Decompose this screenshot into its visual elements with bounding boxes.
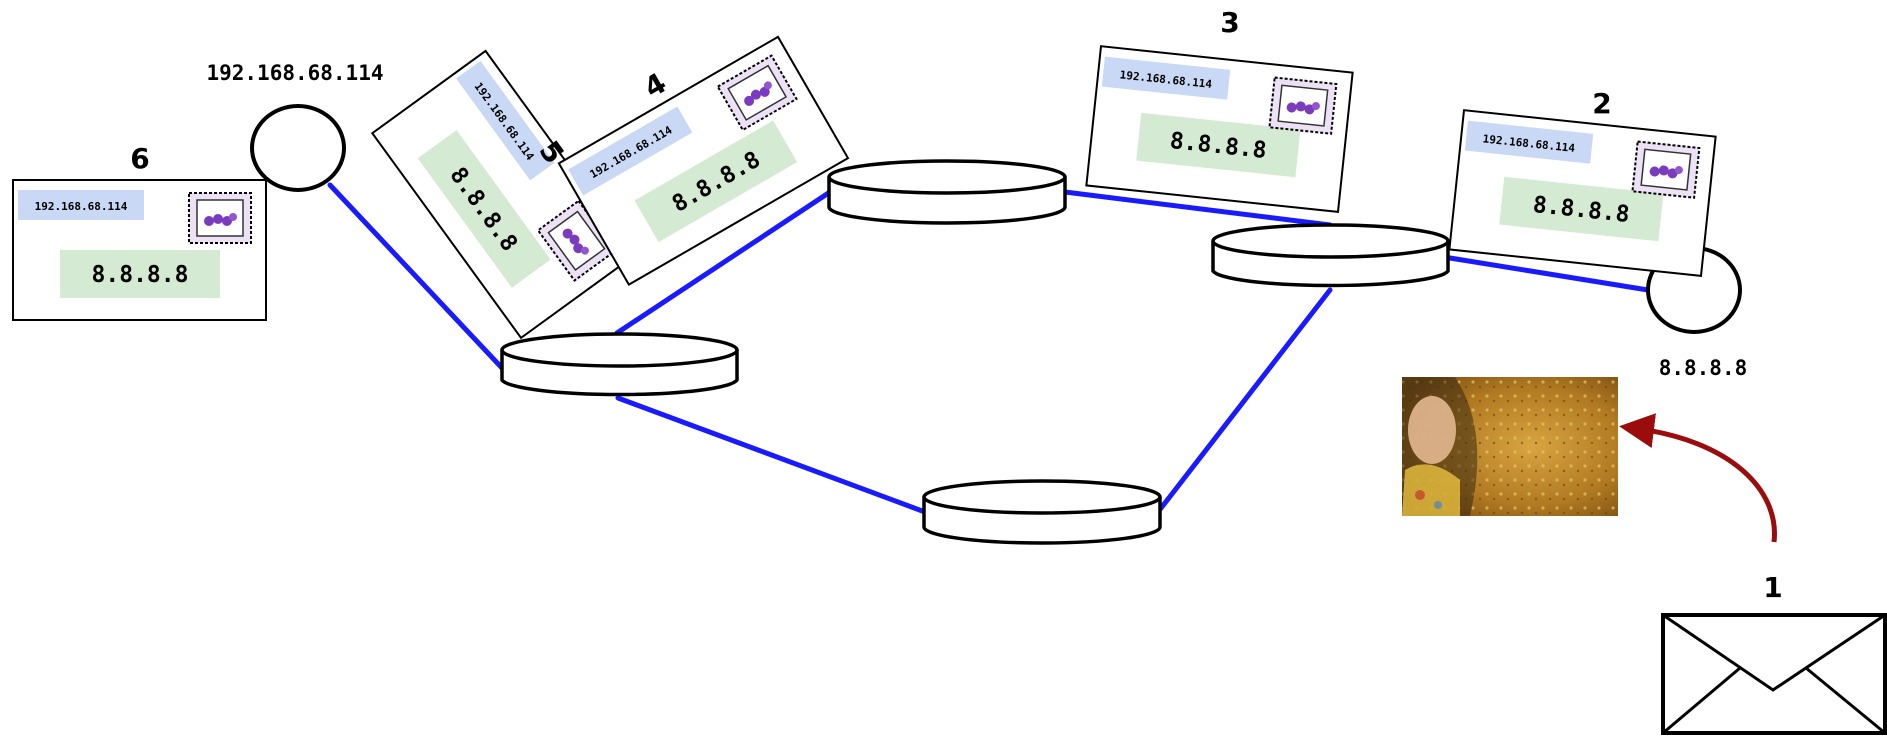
packet-6: 192.168.68.114 8.8.8.8 6 (12, 142, 267, 321)
arrow-icon (1619, 413, 1777, 543)
step-label-4: 4 (639, 66, 672, 104)
destination-field (1499, 176, 1664, 242)
link-router-c-destination (1447, 255, 1651, 293)
packet-2: 192.168.68.114 8.8.8.8 (1448, 109, 1717, 277)
source-field (568, 106, 693, 196)
source-field (456, 60, 555, 181)
link-router-a-router-e (615, 395, 928, 515)
link-router-e-router-c (1155, 287, 1333, 515)
router-e (922, 479, 1162, 545)
destination-ip-label: 8.8.8.8 (1659, 356, 1748, 380)
step-label-1: 1 (1763, 571, 1782, 604)
source-ip-label: 192.168.68.114 (206, 61, 383, 85)
router-c (1211, 223, 1450, 288)
source-field (18, 190, 144, 220)
stamp-icon (536, 199, 617, 282)
step-label-2: 2 (1592, 87, 1611, 120)
link-router-b-router-c (1062, 189, 1333, 228)
envelope-icon (1661, 613, 1887, 735)
network-links (327, 182, 1651, 515)
stamp-icon (716, 54, 798, 132)
destination-field (60, 250, 220, 298)
stamp-icon (1631, 140, 1701, 199)
step-label: 6 (130, 142, 149, 175)
painting-image (1402, 377, 1618, 516)
step-label-3: 3 (1220, 6, 1239, 39)
stamp-icon (1268, 76, 1338, 135)
link-router-a-router-b (614, 189, 833, 336)
source-host: 192.168.68.114 (206, 61, 384, 192)
source-host-node (250, 104, 346, 192)
destination-field (417, 130, 551, 288)
link-source-router-a (327, 182, 505, 371)
source-field (1101, 56, 1231, 100)
destination-field (634, 120, 798, 243)
stamp-icon (188, 192, 252, 244)
destination-field (1136, 112, 1301, 178)
router-b (827, 159, 1067, 225)
packet-3: 192.168.68.114 8.8.8.8 (1085, 45, 1354, 213)
router-a (500, 332, 739, 397)
packet-src: 192.168.68.114 (35, 200, 128, 213)
packet-dst: 8.8.8.8 (92, 262, 189, 288)
source-field (1464, 120, 1594, 164)
